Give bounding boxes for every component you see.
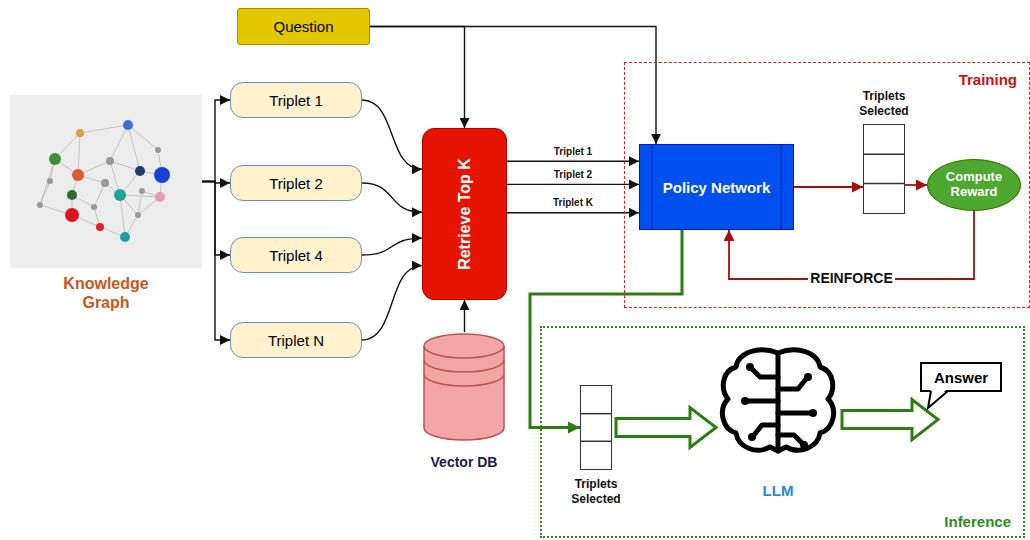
brain-icon — [718, 345, 838, 458]
reward-ellipse: Compute Reward — [927, 159, 1021, 211]
edge-label: Triplet K — [551, 197, 595, 208]
connector — [362, 100, 422, 169]
connector — [842, 400, 938, 440]
connector — [362, 266, 422, 340]
triplet-box-label: Triplet 2 — [269, 175, 323, 192]
database-cylinder — [422, 332, 506, 442]
llm-brain: LLM — [718, 345, 838, 458]
triplet-box-label: Triplet N — [268, 332, 324, 349]
connector — [507, 184, 639, 185]
selected-stack: Triplets Selected — [863, 124, 905, 214]
retriever-box: Retrieve Top K — [422, 128, 507, 300]
policy-network: Policy Network — [639, 144, 794, 230]
stack-dividers — [864, 125, 904, 213]
triplet-box: Triplet N — [230, 322, 362, 358]
triplet-box-label: Triplet 4 — [269, 247, 323, 264]
connector — [202, 182, 230, 256]
connector — [616, 408, 716, 448]
inference-region-label: Inference — [944, 513, 1011, 530]
triplet-box: Triplet 1 — [230, 82, 362, 118]
connector — [464, 300, 465, 332]
answer-bubble-label: Answer — [934, 369, 988, 386]
connector — [362, 238, 422, 255]
stack-dividers — [581, 386, 611, 469]
vector-db-label: Vector DB — [431, 454, 498, 470]
connector — [905, 184, 927, 186]
training-region-label: Training — [959, 71, 1017, 88]
graph-illustration — [10, 95, 202, 268]
edge-label: Triplet 2 — [552, 169, 594, 180]
question-box: Question — [237, 8, 370, 45]
reward-ellipse-label: Compute Reward — [938, 170, 1010, 200]
triplet-box: Triplet 4 — [230, 237, 362, 273]
knowledge-graph: Knowledge Graph — [10, 95, 202, 268]
selected-stack-label: Triplets Selected — [852, 89, 916, 119]
connector — [370, 27, 656, 145]
edge-label: REINFORCE — [808, 271, 894, 286]
connector — [794, 186, 863, 188]
connector — [362, 183, 422, 212]
triplet-box: Triplet 2 — [230, 165, 362, 201]
selected-stack: Triplets Selected — [580, 385, 612, 470]
connector — [507, 160, 639, 161]
connector — [202, 182, 230, 341]
answer-bubble: Answer — [920, 362, 1002, 392]
connector — [202, 100, 230, 182]
selected-stack-label: Triplets Selected — [564, 477, 628, 507]
inference-region: InferenceTriplets SelectedLLMAnswer — [540, 326, 1025, 538]
bubble-tail — [928, 392, 952, 412]
policy-network-label: Policy Network — [663, 179, 771, 196]
connector — [370, 27, 465, 129]
vector-db: Vector DB — [422, 332, 506, 442]
llm-brain-label: LLM — [763, 482, 794, 499]
question-box-label: Question — [273, 18, 333, 35]
triplet-box-label: Triplet 1 — [269, 92, 323, 109]
knowledge-graph-label: Knowledge Graph — [50, 274, 162, 312]
edge-label: Triplet 1 — [552, 146, 594, 157]
connector — [507, 212, 639, 213]
retriever-box-label: Retrieve Top K — [456, 158, 474, 270]
